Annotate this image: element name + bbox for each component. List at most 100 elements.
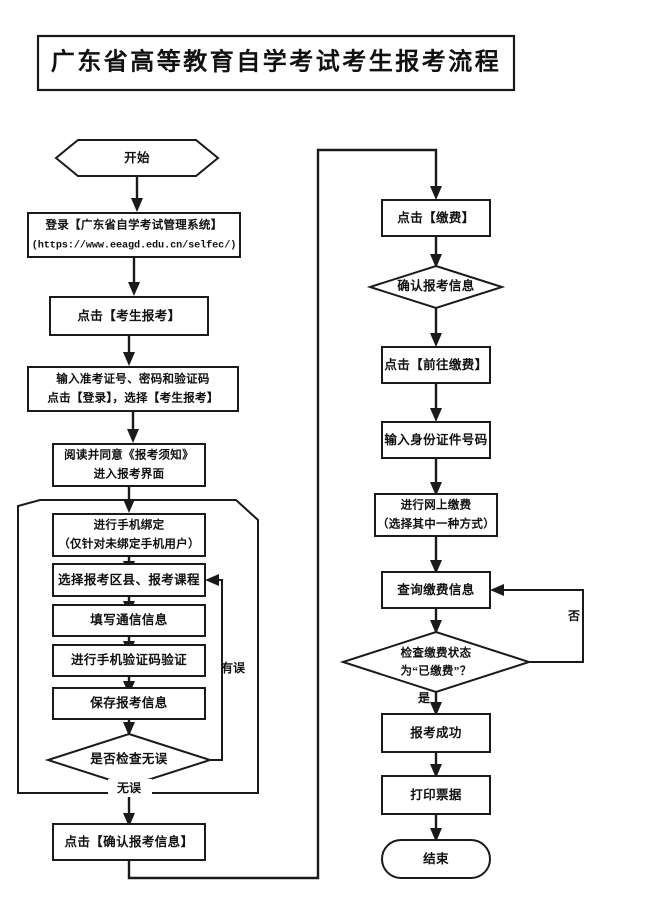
end-stadium [381, 839, 491, 879]
node-click-exam: 点击【考生报考】 [49, 296, 209, 336]
check-status-diamond [339, 630, 533, 694]
node-save-info: 保存报考信息 [52, 687, 206, 720]
edge-read-notice-to-bind-phone [123, 486, 135, 513]
node-check-status-label-2: 为“已缴费”？ [400, 664, 471, 678]
edge-query-pay-to-check-status [430, 608, 442, 634]
arrow-icon [123, 722, 135, 736]
arrow-icon [430, 186, 442, 200]
node-read-notice-label-2: 进入报考界面 [94, 467, 165, 481]
node-login-label-1: 登录【广东省自学考试管理系统】 [45, 218, 223, 232]
node-confirm-registration: 确认报考信息 [366, 264, 506, 310]
node-enter-credentials-label-1: 输入准考证号、密码和验证码 [56, 372, 210, 386]
node-bind-phone-label-1: 进行手机绑定 [94, 518, 165, 532]
node-success-label: 报考成功 [410, 725, 462, 740]
edge-label-no: 否 [567, 609, 580, 623]
node-read-notice: 阅读并同意《报考须知》 进入报考界面 [52, 443, 206, 487]
node-enter-credentials: 输入准考证号、密码和验证码 点击【登录】，选择【考生报考】 [27, 366, 239, 412]
node-enter-id: 输入身份证件号码 [381, 421, 491, 459]
node-bind-phone: 进行手机绑定 （仅针对未绑定手机用户） [52, 513, 206, 557]
node-read-notice-label-1: 阅读并同意《报考须知》 [64, 448, 194, 462]
node-check-ok-label: 是否检查无误 [89, 751, 168, 766]
phone-binding-group-bracket [17, 499, 259, 794]
edge-no-loop: 否 [490, 584, 584, 663]
edge-has-error-loop: 有误 [205, 574, 246, 761]
node-save-info-label: 保存报考信息 [89, 695, 168, 710]
fill-contact-box [52, 604, 206, 637]
edge-label-backdrop [108, 779, 152, 797]
enter-id-box [381, 421, 491, 459]
edge-enter-id-to-online-pay [430, 458, 442, 496]
node-click-pay: 点击【缴费】 [381, 199, 491, 237]
arrow-icon [430, 702, 442, 716]
arrow-icon [127, 429, 139, 443]
node-confirm-info-label: 点击【确认报考信息】 [64, 834, 193, 849]
edge-click-exam-to-enter-creds [123, 335, 135, 366]
arrow-icon [430, 333, 442, 347]
node-fill-contact-label: 填写通信信息 [90, 612, 168, 627]
arrow-icon [131, 198, 143, 212]
arrow-icon [123, 352, 135, 366]
edge-confirm-reg-to-goto-pay [430, 308, 442, 347]
arrow-icon [430, 408, 442, 422]
node-print-label: 打印票据 [410, 787, 462, 802]
edge-start-to-login [131, 176, 143, 212]
node-online-pay-label-1: 进行网上缴费 [401, 498, 472, 512]
edge-enter-creds-to-read-notice [127, 411, 139, 443]
start-hexagon [54, 139, 220, 177]
node-check-ok: 是否检查无误 [44, 732, 214, 788]
edge-label-has-error: 有误 [221, 660, 246, 675]
bind-phone-box [52, 513, 206, 557]
edge-yes: 是 [417, 691, 442, 716]
node-fill-contact: 填写通信信息 [52, 604, 206, 637]
node-click-pay-label: 点击【缴费】 [397, 210, 474, 225]
arrow-icon [205, 574, 219, 586]
edge-label-no-error: 无误 [116, 781, 142, 795]
arrow-icon [430, 254, 442, 268]
login-box [27, 212, 241, 258]
node-query-pay: 查询缴费信息 [381, 571, 491, 609]
node-click-exam-label: 点击【考生报考】 [77, 308, 180, 323]
node-check-status: 检查缴费状态 为“已缴费”？ [339, 630, 533, 694]
arrow-icon [123, 813, 135, 827]
node-select-area: 选择报考区县、报考课程 [52, 563, 206, 597]
node-start-label: 开始 [124, 150, 150, 165]
node-login: 登录【广东省自学考试管理系统】 (https://www.eeagd.edu.c… [27, 212, 241, 258]
edge-no-error: 无误 [108, 779, 152, 827]
arrow-icon [430, 828, 442, 842]
node-enter-credentials-label-2: 点击【登录】，选择【考生报考】 [47, 391, 218, 405]
edge-click-pay-to-confirm-reg [430, 236, 442, 268]
enter-credentials-box [27, 366, 239, 412]
edge-save-info-to-check-ok [123, 719, 135, 736]
node-print: 打印票据 [381, 775, 491, 815]
click-exam-box [49, 296, 209, 336]
node-bind-phone-label-2: （仅针对未绑定手机用户） [58, 537, 200, 551]
arrow-icon [123, 499, 135, 513]
title-box: 广东省高等教育自学考试考生报考流程 [36, 34, 516, 92]
node-start: 开始 [54, 139, 220, 177]
arrow-icon [430, 620, 442, 634]
read-notice-box [52, 443, 206, 487]
edge-online-pay-to-query-pay [430, 536, 442, 574]
query-pay-box [381, 571, 491, 609]
node-confirm-info: 点击【确认报考信息】 [52, 823, 206, 861]
arrow-icon [430, 764, 442, 778]
edge-goto-pay-to-enter-id [430, 383, 442, 422]
node-goto-pay: 点击【前往缴费】 [381, 346, 491, 384]
arrow-icon [128, 282, 140, 296]
edge-login-to-click-exam [128, 257, 140, 296]
node-query-pay-label: 查询缴费信息 [396, 582, 475, 597]
edge-print-to-end [430, 814, 442, 842]
node-end-label: 结束 [423, 851, 449, 866]
node-confirm-registration-label: 确认报考信息 [397, 278, 475, 293]
arrow-icon [490, 584, 504, 596]
edge-success-to-print [430, 752, 442, 778]
click-pay-box [381, 199, 491, 237]
node-success: 报考成功 [381, 713, 491, 753]
print-box [381, 775, 491, 815]
edge-label-yes: 是 [417, 691, 431, 705]
node-select-area-label: 选择报考区县、报考课程 [58, 572, 200, 587]
node-verify-code: 进行手机验证码验证 [52, 644, 206, 677]
node-check-status-label-1: 检查缴费状态 [401, 646, 472, 660]
node-login-url: (https://www.eeagd.edu.cn/selfec/) [32, 240, 236, 252]
node-end: 结束 [381, 839, 491, 879]
